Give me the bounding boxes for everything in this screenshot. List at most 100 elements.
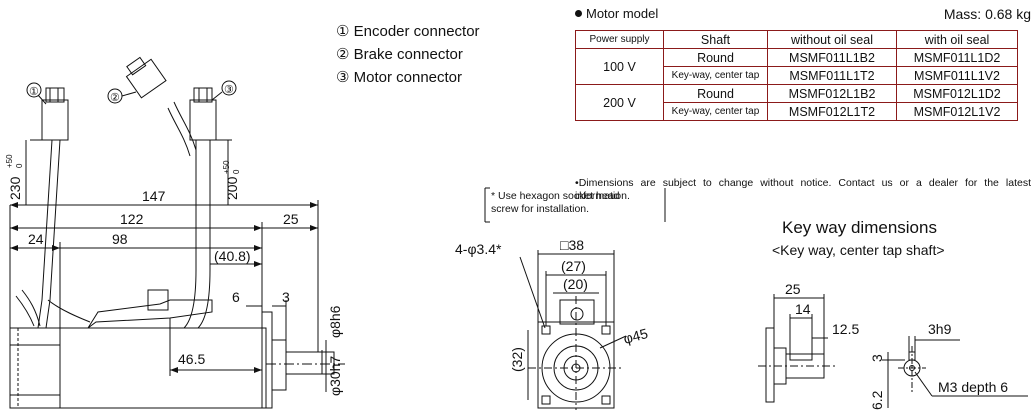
front-view: 4-φ3.4* □38 (27) (20) (32) φ45 bbox=[455, 187, 666, 410]
dim-98-label: 98 bbox=[112, 231, 128, 247]
dim-230-tol-upper: +50 bbox=[5, 154, 14, 168]
legend-encoder: ① Encoder connector bbox=[336, 22, 480, 42]
marker-3-label: ③ bbox=[224, 84, 234, 96]
supply-cell: 200 V bbox=[575, 84, 664, 121]
motor-model-table: Power supply Shaft without oil seal with… bbox=[575, 30, 1018, 121]
encoder-cable bbox=[45, 139, 61, 329]
marker-3 bbox=[221, 80, 237, 96]
leader-holes bbox=[519, 256, 546, 329]
phi45-label: φ45 bbox=[622, 325, 650, 347]
phi30h7-label: φ30h7 bbox=[327, 356, 343, 396]
connector-box bbox=[559, 299, 595, 325]
d27-label: (27) bbox=[561, 258, 586, 274]
mount-hole bbox=[601, 325, 611, 335]
dim-46-5-label: 46.5 bbox=[178, 351, 205, 367]
dim-147-label: 147 bbox=[142, 188, 166, 204]
model-cell: MSMF011L1T2 bbox=[767, 66, 897, 85]
motor-connector bbox=[189, 99, 217, 141]
legend-motor: ③ Motor connector bbox=[336, 68, 462, 88]
leader-m3 bbox=[914, 371, 933, 397]
legend-brake-label: Brake connector bbox=[353, 46, 463, 63]
kw-d25-label: 25 bbox=[785, 281, 801, 297]
mount-hole bbox=[541, 395, 551, 405]
leader-phi45 bbox=[599, 335, 627, 349]
kw-d12-5-label: 12.5 bbox=[832, 321, 859, 337]
model-cell: MSMF012L1D2 bbox=[896, 84, 1018, 103]
leader bbox=[121, 91, 137, 97]
hexagon-screw-note: * Use hexagon socket head screw for inst… bbox=[491, 190, 620, 215]
legend-brake: ② Brake connector bbox=[336, 45, 463, 65]
mount-hole bbox=[601, 395, 611, 405]
shaft bbox=[285, 351, 335, 375]
table-row: Key-way, center tap MSMF011L1T2 MSMF011L… bbox=[576, 66, 1018, 85]
kw-m3-label: M3 depth 6 bbox=[938, 379, 1008, 395]
arrowheads bbox=[10, 202, 318, 373]
motor-cable bbox=[197, 140, 211, 329]
legend-encoder-num: ① bbox=[336, 23, 350, 40]
marker-1 bbox=[26, 82, 42, 98]
key-way-subtitle: <Key way, center tap shaft> bbox=[772, 242, 945, 258]
cable-guide bbox=[87, 299, 213, 329]
encoder-cable bbox=[37, 139, 53, 329]
side-view: 230 +50 0 200 +50 0 147 122 25 24 98 (40… bbox=[5, 56, 345, 409]
encoder-cable-bend bbox=[47, 299, 91, 323]
dim-122-label: 122 bbox=[120, 211, 144, 227]
leader bbox=[211, 91, 223, 101]
model-cell: MSMF012L1V2 bbox=[896, 102, 1018, 121]
legend-motor-label: Motor connector bbox=[353, 69, 463, 86]
dim-40-8-label: (40.8) bbox=[214, 248, 251, 264]
kw-keyway bbox=[789, 353, 813, 361]
encoder-connector-latch bbox=[45, 87, 65, 103]
holes-label: 4-φ3.4* bbox=[455, 241, 502, 257]
key-way-view: 25 14 12.5 3h9 3 6.2 M3 depth 6 bbox=[758, 281, 1028, 410]
supply-cell: 100 V bbox=[575, 48, 664, 85]
encoder-cable-outer bbox=[21, 289, 41, 327]
kw-flange bbox=[765, 327, 775, 403]
shaft-cell: Round bbox=[663, 48, 768, 67]
motor-cable bbox=[183, 140, 197, 329]
kw-d3-label: 3 bbox=[869, 354, 885, 362]
motor-body bbox=[9, 327, 267, 409]
flange bbox=[261, 311, 273, 409]
mount-hole bbox=[541, 325, 551, 335]
legend-brake-num: ② bbox=[336, 46, 350, 63]
model-cell: MSMF011L1B2 bbox=[767, 48, 897, 67]
sq38-label: □38 bbox=[560, 237, 584, 253]
legend-encoder-label: Encoder connector bbox=[353, 23, 480, 40]
th-without-oil-seal: without oil seal bbox=[767, 30, 897, 49]
d20-label: (20) bbox=[563, 276, 588, 292]
dim-200-tol-upper: +50 bbox=[222, 160, 231, 174]
brake-cable bbox=[173, 101, 197, 151]
note-bracket bbox=[484, 187, 490, 223]
mass-label: Mass: 0.68 kg bbox=[943, 6, 1031, 22]
d32-label: (32) bbox=[509, 347, 525, 372]
connector-pin bbox=[570, 307, 584, 321]
dim-6-label: 6 bbox=[232, 289, 240, 305]
kw-d6-2-label: 6.2 bbox=[869, 390, 885, 410]
motor-connector-latch bbox=[193, 87, 213, 103]
shaft-boss bbox=[271, 339, 287, 391]
encoder-cable-outer bbox=[15, 295, 35, 327]
dim-3-label: 3 bbox=[282, 289, 290, 305]
marker-2-label: ② bbox=[110, 92, 120, 104]
model-cell: MSMF012L1T2 bbox=[767, 102, 897, 121]
brake-cable bbox=[167, 107, 191, 157]
kw-d3h9-label: 3h9 bbox=[928, 321, 952, 337]
cable-clamp bbox=[147, 289, 169, 311]
dim-230-label: 230 bbox=[7, 176, 23, 200]
motor-model-title: Motor model bbox=[575, 6, 658, 21]
dim-200-label: 200 bbox=[224, 176, 240, 200]
dim-24-label: 24 bbox=[28, 231, 44, 247]
dimensions-note: Dimensions are subject to change without… bbox=[575, 177, 1031, 203]
dim-25-label: 25 bbox=[283, 211, 299, 227]
dim-230-tol-lower: 0 bbox=[15, 163, 24, 168]
legend-motor-num: ③ bbox=[336, 69, 350, 86]
kw-d14-label: 14 bbox=[795, 301, 811, 317]
marker-1-label: ① bbox=[29, 86, 39, 98]
table-row: Key-way, center tap MSMF012L1T2 MSMF012L… bbox=[576, 102, 1018, 121]
key-way-title: Key way dimensions bbox=[782, 218, 937, 237]
leader bbox=[37, 94, 47, 105]
brake-connector bbox=[125, 56, 167, 99]
encoder-connector bbox=[41, 99, 69, 141]
